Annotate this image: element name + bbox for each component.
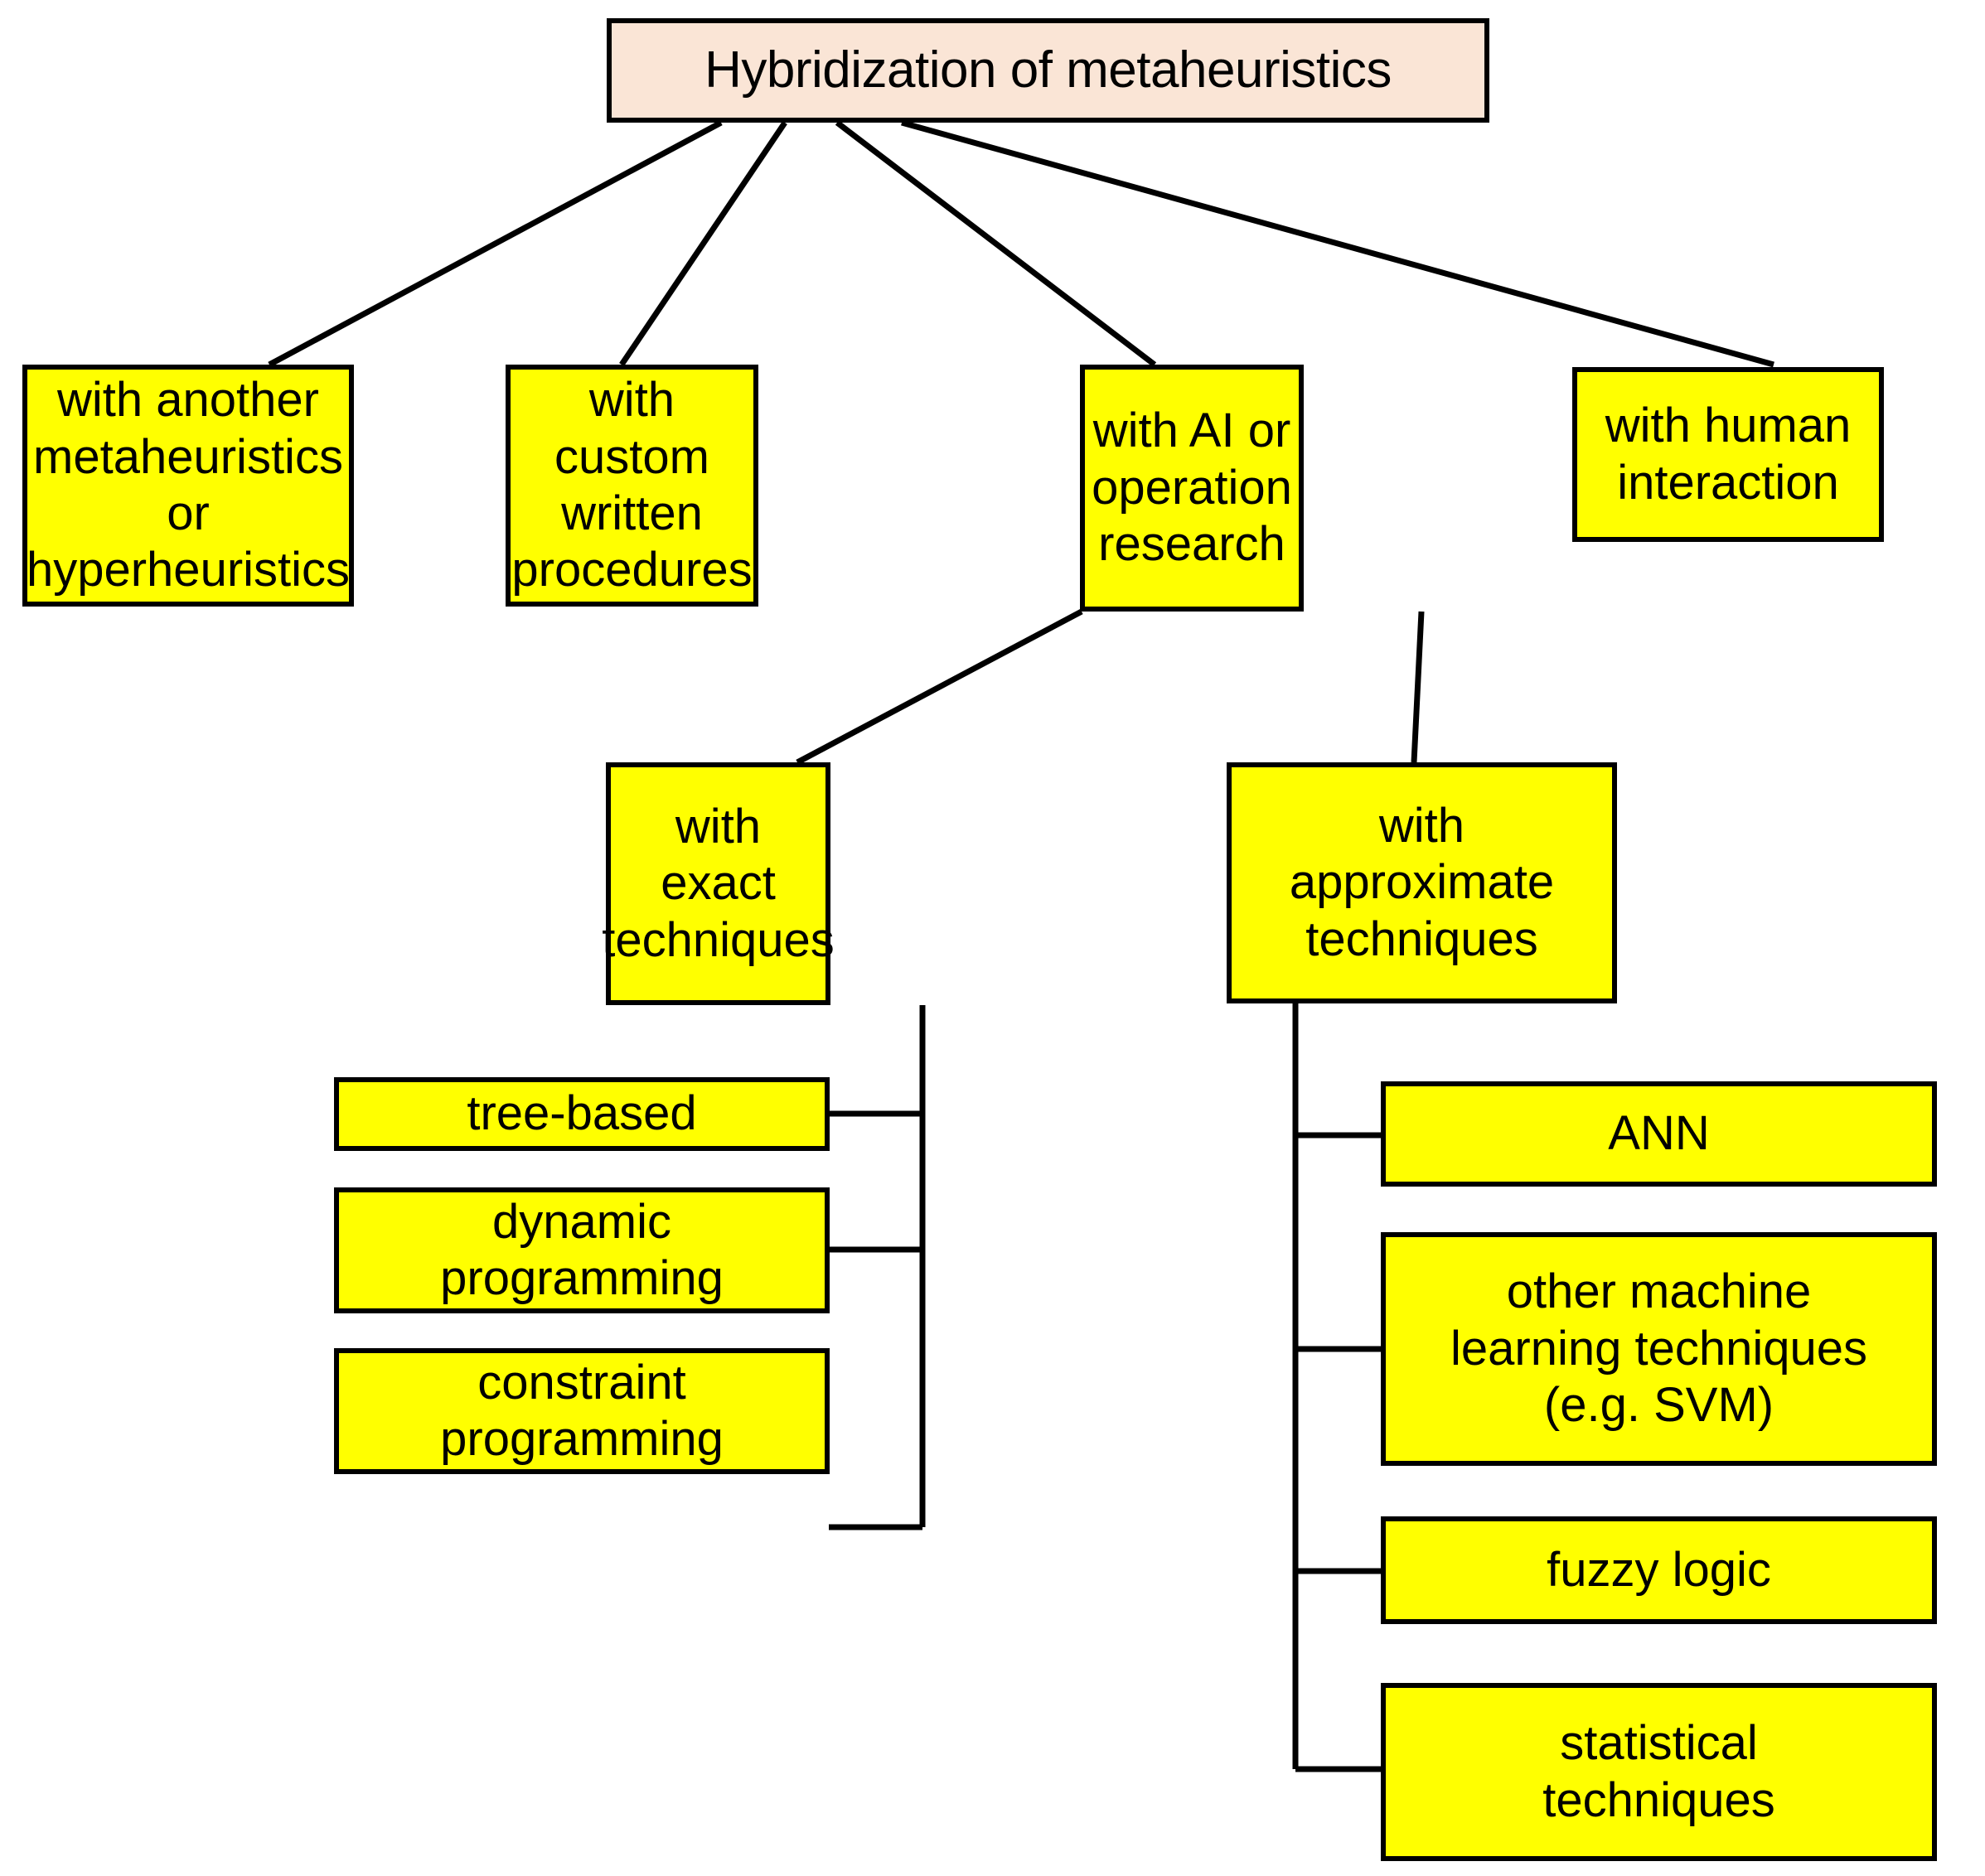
node-with-exact-techniques[interactable]: with exact techniques	[602, 762, 835, 1005]
node-constraint-programming[interactable]: constraint programming	[334, 1348, 830, 1474]
node-label: with AI or operation research	[1092, 404, 1292, 572]
node-label: statistical techniques	[1542, 1716, 1775, 1827]
node-label: fuzzy logic	[1547, 1542, 1771, 1597]
node-root-label: Hybridization of metaheuristics	[704, 41, 1392, 99]
edge-root-to-another-metaheuristics	[268, 119, 723, 368]
node-with-custom-procedures[interactable]: with custom written procedures	[506, 365, 758, 607]
node-with-ai-or-operation-research[interactable]: with AI or operation research	[1080, 365, 1304, 612]
node-label: other machine learning techniques (e.g. …	[1450, 1264, 1868, 1433]
node-label: with exact techniques	[602, 799, 835, 967]
edge-root-to-ai-or	[835, 120, 1157, 367]
node-label: with custom written procedures	[511, 373, 753, 597]
node-with-another-metaheuristics[interactable]: with another metaheuristics or hyperheur…	[22, 365, 354, 607]
node-label: constraint programming	[440, 1355, 724, 1466]
node-ann[interactable]: ANN	[1381, 1081, 1937, 1187]
node-other-machine-learning-techniques[interactable]: other machine learning techniques (e.g. …	[1381, 1232, 1937, 1466]
edge-ai-to-exact	[796, 608, 1083, 766]
edge-root-to-human-interaction	[901, 119, 1774, 368]
node-label: tree-based	[467, 1086, 697, 1141]
node-label: with another metaheuristics or hyperheur…	[26, 373, 351, 597]
node-statistical-techniques[interactable]: statistical techniques	[1381, 1683, 1937, 1861]
node-tree-based[interactable]: tree-based	[334, 1077, 830, 1151]
node-label: ANN	[1608, 1106, 1710, 1161]
edge-ai-to-approximate	[1411, 611, 1425, 763]
edge-root-to-custom-procedures	[619, 121, 787, 366]
node-with-approximate-techniques[interactable]: with approximate techniques	[1227, 762, 1617, 1003]
node-fuzzy-logic[interactable]: fuzzy logic	[1381, 1516, 1937, 1624]
node-label: with human interaction	[1605, 399, 1852, 510]
node-root-hybridization[interactable]: Hybridization of metaheuristics	[607, 18, 1489, 123]
node-with-human-interaction[interactable]: with human interaction	[1572, 367, 1884, 542]
node-label: with approximate techniques	[1289, 798, 1555, 966]
node-dynamic-programming[interactable]: dynamic programming	[334, 1187, 830, 1313]
node-label: dynamic programming	[440, 1194, 724, 1305]
